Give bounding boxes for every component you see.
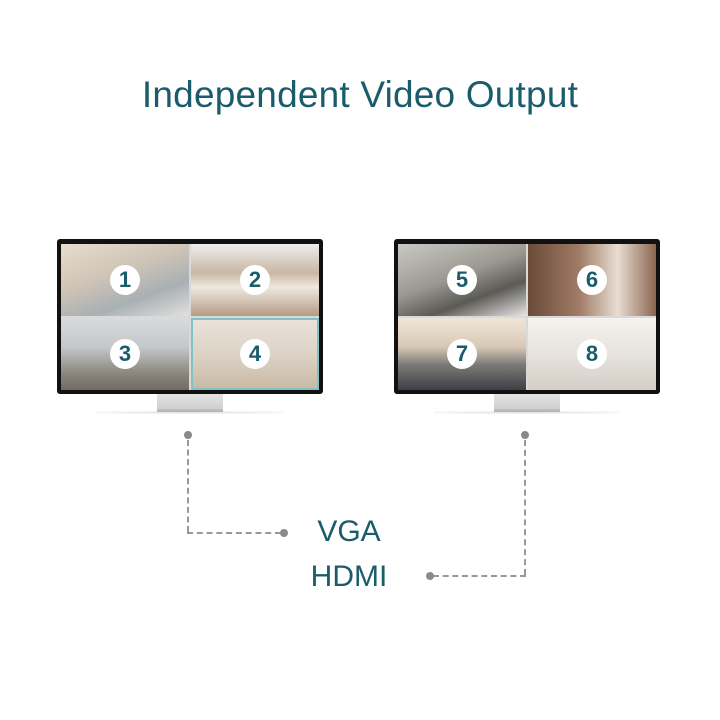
camera-pane-3[interactable]: 3 bbox=[61, 318, 189, 390]
camera-pane-5[interactable]: 5 bbox=[398, 244, 526, 316]
vga-connector-dot bbox=[280, 529, 288, 537]
vga-connector-vertical bbox=[187, 440, 189, 532]
channel-badge: 4 bbox=[240, 339, 270, 369]
channel-badge: 3 bbox=[110, 339, 140, 369]
channel-badge: 8 bbox=[577, 339, 607, 369]
right-monitor: 5 6 7 8 bbox=[394, 239, 660, 419]
channel-badge: 1 bbox=[110, 265, 140, 295]
page-title: Independent Video Output bbox=[141, 74, 579, 115]
channel-badge: 6 bbox=[577, 265, 607, 295]
monitor-shadow bbox=[97, 411, 283, 414]
hdmi-connector-vertical bbox=[524, 440, 526, 575]
vga-connector-horizontal bbox=[187, 532, 281, 534]
camera-pane-4[interactable]: 4 bbox=[191, 318, 319, 390]
monitor-screen: 5 6 7 8 bbox=[398, 244, 656, 390]
camera-pane-2[interactable]: 2 bbox=[191, 244, 319, 316]
left-monitor: 1 2 3 4 bbox=[57, 239, 323, 419]
channel-badge: 7 bbox=[447, 339, 477, 369]
camera-pane-1[interactable]: 1 bbox=[61, 244, 189, 316]
monitor-bezel: 1 2 3 4 bbox=[57, 239, 323, 394]
channel-badge: 2 bbox=[240, 265, 270, 295]
hdmi-connector-dot bbox=[426, 572, 434, 580]
camera-pane-7[interactable]: 7 bbox=[398, 318, 526, 390]
camera-pane-8[interactable]: 8 bbox=[528, 318, 656, 390]
monitor-stand bbox=[494, 394, 560, 412]
vga-label: VGA bbox=[317, 515, 381, 548]
right-monitor-connector-dot bbox=[521, 431, 529, 439]
channel-badge: 5 bbox=[447, 265, 477, 295]
monitor-shadow bbox=[434, 411, 620, 414]
hdmi-label: HDMI bbox=[310, 560, 388, 593]
hdmi-connector-horizontal bbox=[433, 575, 526, 577]
monitor-screen: 1 2 3 4 bbox=[61, 244, 319, 390]
camera-pane-6[interactable]: 6 bbox=[528, 244, 656, 316]
left-monitor-connector-dot bbox=[184, 431, 192, 439]
monitor-bezel: 5 6 7 8 bbox=[394, 239, 660, 394]
monitor-stand bbox=[157, 394, 223, 412]
